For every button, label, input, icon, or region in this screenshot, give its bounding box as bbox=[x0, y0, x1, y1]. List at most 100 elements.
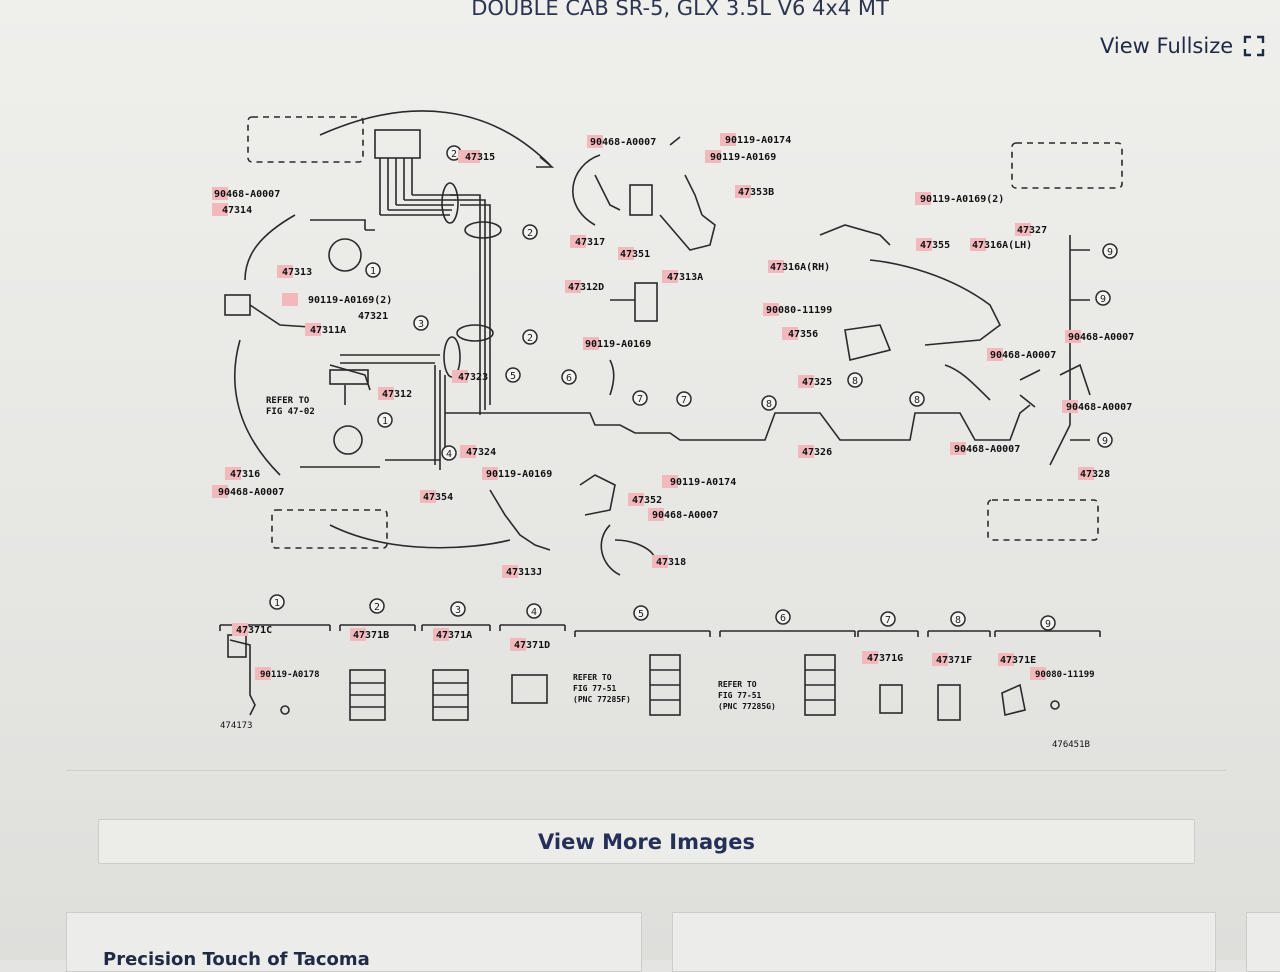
part-label-47316[interactable]: 47316 bbox=[225, 467, 260, 480]
svg-text:90468-A0007: 90468-A0007 bbox=[1068, 332, 1134, 343]
part-label-47311a[interactable]: 47311A bbox=[305, 323, 346, 336]
part-label-47315[interactable]: 47315 bbox=[458, 150, 495, 163]
part-label-90119-a0174-bot[interactable]: 90119-A0174 bbox=[662, 475, 736, 488]
part-label-90468-tl[interactable]: 90468-A0007 bbox=[212, 187, 280, 200]
part-label-47327[interactable]: 47327 bbox=[1015, 223, 1047, 236]
svg-text:FIG 47-02: FIG 47-02 bbox=[266, 407, 315, 417]
clip-label-47371f[interactable]: 47371F bbox=[932, 653, 972, 666]
part-label-47318[interactable]: 47318 bbox=[652, 555, 686, 568]
part-label-90119-a0174-top[interactable]: 90119-A0174 bbox=[720, 133, 791, 146]
part-label-90468-top[interactable]: 90468-A0007 bbox=[587, 135, 656, 148]
part-label-47317[interactable]: 47317 bbox=[570, 235, 605, 248]
svg-text:47313: 47313 bbox=[282, 267, 312, 278]
part-label-90468-r1[interactable]: 90468-A0007 bbox=[1065, 330, 1134, 343]
view-fullsize-button[interactable]: View Fullsize bbox=[1100, 30, 1265, 62]
svg-text:REFER TO: REFER TO bbox=[718, 680, 757, 689]
svg-text:47327: 47327 bbox=[1017, 225, 1047, 236]
part-label-90119-a0169-top[interactable]: 90119-A0169 bbox=[705, 150, 776, 163]
svg-text:47371F: 47371F bbox=[936, 655, 972, 666]
svg-text:1: 1 bbox=[370, 266, 376, 277]
svg-text:47351: 47351 bbox=[620, 249, 650, 260]
svg-text:47311A: 47311A bbox=[310, 325, 346, 336]
svg-text:90119-A0169: 90119-A0169 bbox=[486, 469, 552, 480]
clip-label-90080-11199[interactable]: 90080-11199 bbox=[1030, 667, 1095, 680]
svg-text:47312D: 47312D bbox=[568, 282, 604, 293]
svg-text:9: 9 bbox=[1045, 619, 1051, 630]
part-label-47314[interactable]: 47314 bbox=[212, 203, 252, 216]
part-label-90119-a0169-mid[interactable]: 90119-A0169 bbox=[583, 337, 651, 350]
part-label-90119-a0169-r[interactable]: 90119-A0169(2) bbox=[915, 192, 1004, 205]
part-label-90080[interactable]: 90080-11199 bbox=[763, 303, 832, 316]
part-label-90468-r2[interactable]: 90468-A0007 bbox=[987, 348, 1056, 361]
svg-text:47316A(LH): 47316A(LH) bbox=[972, 240, 1032, 251]
svg-text:47371B: 47371B bbox=[353, 630, 389, 641]
part-label-47356[interactable]: 47356 bbox=[782, 327, 818, 340]
svg-text:47355: 47355 bbox=[920, 240, 950, 251]
svg-text:90468-A0007: 90468-A0007 bbox=[590, 137, 656, 148]
part-label-47324[interactable]: 47324 bbox=[460, 445, 496, 458]
part-label-90119-a0169-bot[interactable]: 90119-A0169 bbox=[482, 467, 552, 480]
svg-text:3: 3 bbox=[455, 605, 461, 616]
svg-text:90119-A0169(2): 90119-A0169(2) bbox=[308, 295, 392, 306]
svg-text:90119-A0174: 90119-A0174 bbox=[670, 477, 736, 488]
part-label-47312[interactable]: 47312 bbox=[378, 387, 412, 400]
svg-text:47318: 47318 bbox=[656, 557, 686, 568]
svg-text:2: 2 bbox=[527, 228, 533, 239]
part-label-47316a-rh[interactable]: 47316A(RH) bbox=[768, 260, 830, 273]
part-label-47353b[interactable]: 47353B bbox=[735, 185, 774, 198]
part-label-47328[interactable]: 47328 bbox=[1078, 467, 1110, 480]
svg-text:1: 1 bbox=[382, 416, 388, 427]
callout-circles bbox=[269, 145, 1118, 631]
arrow-curve-bottom bbox=[329, 524, 511, 549]
clip-label-47371d[interactable]: 47371D bbox=[510, 638, 550, 651]
part-label-47312d[interactable]: 47312D bbox=[565, 280, 604, 293]
part-label-47354[interactable]: 47354 bbox=[420, 490, 453, 503]
part-label-47355[interactable]: 47355 bbox=[916, 238, 950, 251]
clip-label-47371c[interactable]: 47371C bbox=[232, 623, 272, 636]
svg-text:47325: 47325 bbox=[802, 377, 832, 388]
part-label-47323[interactable]: 47323 bbox=[452, 370, 488, 383]
clip-label-47371e[interactable]: 47371E bbox=[998, 653, 1036, 666]
part-label-47316a-lh[interactable]: 47316A(LH) bbox=[970, 238, 1032, 251]
clip-label-47371a[interactable]: 47371A bbox=[433, 628, 472, 641]
part-label-47313a[interactable]: 47313A bbox=[662, 270, 703, 283]
arrow-curve-mid bbox=[609, 359, 615, 396]
part-label-47351[interactable]: 47351 bbox=[618, 247, 650, 260]
part-label-47313[interactable]: 47313 bbox=[277, 265, 312, 278]
part-label-90468-r3[interactable]: 90468-A0007 bbox=[1062, 400, 1132, 413]
part-label-90468-r4[interactable]: 90468-A0007 bbox=[950, 442, 1020, 455]
svg-text:3: 3 bbox=[418, 319, 424, 330]
svg-text:2: 2 bbox=[374, 602, 380, 613]
svg-text:9: 9 bbox=[1102, 436, 1108, 447]
part-label-47326[interactable]: 47326 bbox=[798, 445, 832, 458]
svg-text:2: 2 bbox=[527, 333, 533, 344]
part-label-90119-mid[interactable]: 90119-A0169(2) bbox=[282, 293, 392, 306]
svg-text:4: 4 bbox=[446, 449, 452, 460]
clip-label-47371g[interactable]: 47371G bbox=[862, 651, 903, 664]
svg-text:5: 5 bbox=[510, 371, 516, 382]
view-more-images-button[interactable]: View More Images bbox=[98, 819, 1195, 864]
brake-line-diagram: 221 325 614 778 889 99 123 456 789 47315… bbox=[212, 110, 1134, 750]
part-label-47352[interactable]: 47352 bbox=[628, 493, 662, 506]
part-label-47321[interactable]: 47321 bbox=[358, 311, 388, 322]
part-label-90468-bl[interactable]: 90468-A0007 bbox=[212, 485, 284, 498]
svg-text:8: 8 bbox=[852, 376, 858, 387]
svg-text:47316A(RH): 47316A(RH) bbox=[770, 262, 830, 273]
svg-text:(PNC 77285F): (PNC 77285F) bbox=[573, 695, 631, 704]
part-label-47313j[interactable]: 47313J bbox=[502, 565, 542, 578]
svg-text:8: 8 bbox=[766, 399, 772, 410]
svg-text:FIG 77-51: FIG 77-51 bbox=[573, 684, 617, 693]
arrow-curve-left bbox=[244, 214, 296, 281]
seller-card[interactable]: Precision Touch of Tacoma bbox=[66, 912, 642, 972]
part-label-90468-bot[interactable]: 90468-A0007 bbox=[648, 508, 718, 521]
part-label-47325[interactable]: 47325 bbox=[798, 375, 832, 388]
svg-text:47321: 47321 bbox=[358, 311, 388, 322]
svg-text:90119-A0169: 90119-A0169 bbox=[585, 339, 651, 350]
clip-label-47371b[interactable]: 47371B bbox=[350, 628, 389, 641]
clip-label-90119-a0178[interactable]: 90119-A0178 bbox=[255, 667, 320, 680]
svg-text:90468-A0007: 90468-A0007 bbox=[1066, 402, 1132, 413]
dashed-box-top-left bbox=[247, 116, 364, 163]
